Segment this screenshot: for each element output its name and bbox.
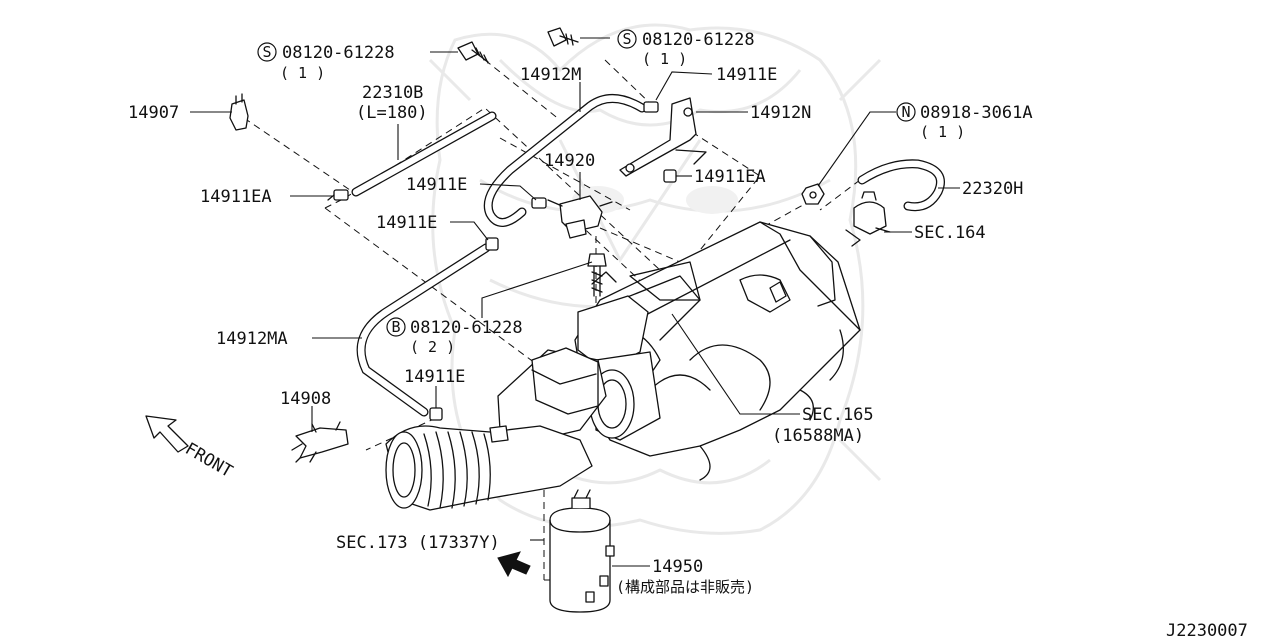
- label-14907: 14907: [128, 103, 179, 123]
- label-14950-note: (構成部品は非販売): [616, 578, 754, 596]
- label-14911e-mid: 14911E: [406, 175, 467, 195]
- b-circle-letter: B: [391, 318, 400, 336]
- solid-arrow-icon: [497, 551, 531, 578]
- label-08120-qty-top-right: ( 1 ): [642, 50, 687, 68]
- clamp-14911ea-left: [327, 189, 349, 201]
- clamp-14911ea-right: [663, 169, 677, 183]
- label-14911e-low: 14911E: [404, 367, 465, 387]
- nut-08918: [801, 183, 825, 205]
- label-14911ea-left: 14911EA: [200, 187, 272, 207]
- label-sec164: SEC.164: [914, 223, 986, 243]
- label-sec165: SEC.165: [802, 405, 874, 425]
- hose-22310b: [351, 111, 497, 197]
- clamp-14911e-left: [485, 237, 499, 251]
- valve-sec164: [845, 191, 891, 247]
- n-circle-letter: N: [901, 103, 910, 121]
- label-14911e-left: 14911E: [376, 213, 437, 233]
- label-08120-61228-top-right: 08120-61228: [642, 30, 755, 50]
- clamp-14911e-mid: [531, 197, 547, 209]
- label-14908: 14908: [280, 389, 331, 409]
- label-sec173: SEC.173 (17337Y): [336, 533, 500, 553]
- clamp-14911e-low: [429, 407, 443, 421]
- label-14911e-top: 14911E: [716, 65, 777, 85]
- hose-22320h: [857, 159, 945, 212]
- s-circle-top-right: S: [617, 29, 637, 49]
- solenoid-valve-14920: [547, 195, 613, 239]
- label-14912ma: 14912MA: [216, 329, 288, 349]
- clamp-14911e-top: [643, 101, 659, 113]
- bracket-14912n: [619, 97, 707, 177]
- label-front: FRONT: [182, 439, 236, 482]
- n-circle: N: [896, 102, 916, 122]
- bolt-08120-b: [587, 253, 607, 297]
- label-08918-3061a: 08918-3061A: [920, 103, 1033, 123]
- label-sec165-ref: (16588MA): [772, 426, 864, 446]
- hose-14912ma: [356, 243, 491, 417]
- label-22310b-length: (L=180): [356, 103, 428, 123]
- label-14950: 14950: [652, 557, 703, 577]
- connector-14907: [229, 93, 249, 131]
- b-circle: B: [386, 317, 406, 337]
- label-14911ea-right: 14911EA: [694, 167, 766, 187]
- label-08120-61228-top-left: 08120-61228: [282, 43, 395, 63]
- hose-14912m: [483, 94, 647, 227]
- label-14912n: 14912N: [750, 103, 811, 123]
- label-14920: 14920: [544, 151, 595, 171]
- label-08120-61228-b: 08120-61228: [410, 318, 523, 338]
- label-22320h: 22320H: [962, 179, 1023, 199]
- bolt-08120-top-right: [547, 27, 579, 47]
- label-22310b: 22310B: [362, 83, 423, 103]
- s-circle-letter: S: [262, 43, 271, 61]
- throttle-body: [577, 261, 701, 441]
- label-08918-qty: ( 1 ): [920, 123, 965, 141]
- label-08120-qty-top-left: ( 1 ): [280, 64, 325, 82]
- clip-14908: [291, 421, 349, 463]
- leader-lines: [190, 37, 960, 567]
- bolt-08120-top-left: [457, 41, 489, 64]
- canister-14950: [549, 489, 615, 613]
- air-intake-duct: [385, 347, 607, 511]
- s-circle-top-left: S: [257, 42, 277, 62]
- label-08120-qty-b: ( 2 ): [410, 338, 455, 356]
- diagram-id: J2230007: [1166, 621, 1248, 639]
- label-14912m: 14912M: [520, 65, 581, 85]
- front-arrow-icon: [145, 415, 189, 453]
- s-circle-letter: S: [622, 30, 631, 48]
